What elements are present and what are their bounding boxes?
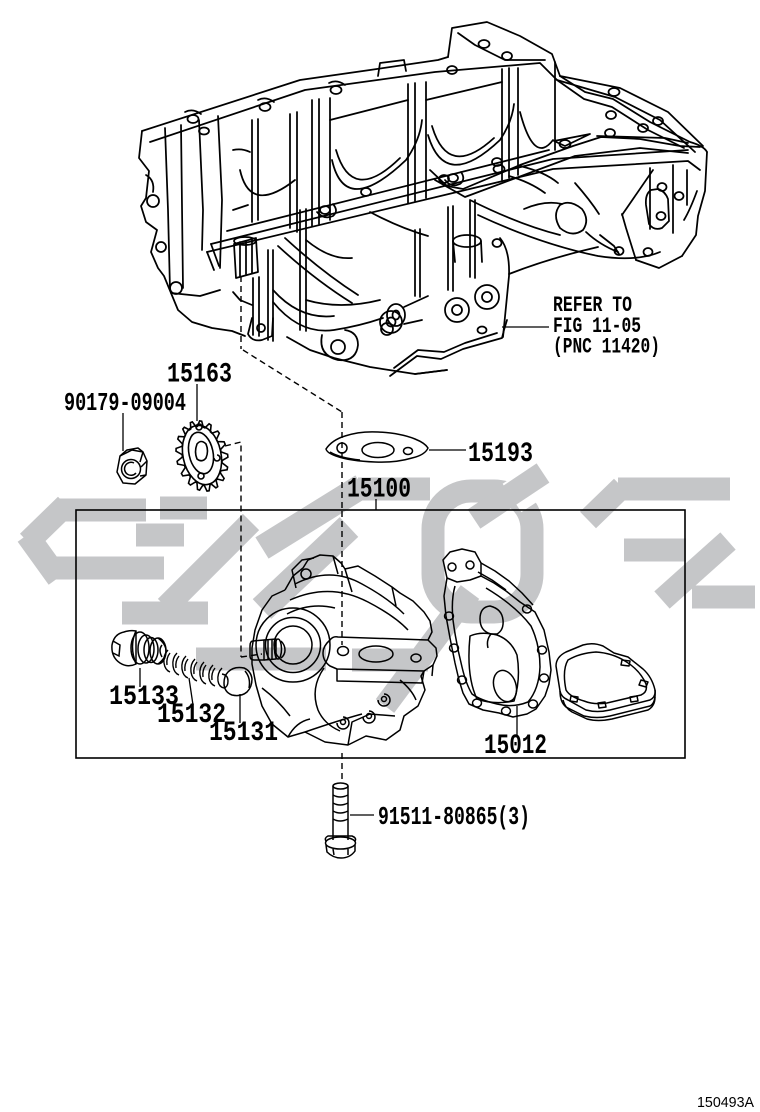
svg-text:FIG 11-05: FIG 11-05 <box>553 314 641 339</box>
svg-text:15163: 15163 <box>167 360 232 391</box>
svg-text:15193: 15193 <box>468 439 533 470</box>
svg-text:15131: 15131 <box>209 718 278 749</box>
svg-text:90179-09004: 90179-09004 <box>64 388 186 418</box>
svg-text:15133: 15133 <box>109 682 179 713</box>
svg-text:15132: 15132 <box>157 700 226 731</box>
svg-text:(PNC 11420): (PNC 11420) <box>553 335 660 360</box>
svg-text:150493A: 150493A <box>697 1094 754 1111</box>
svg-text:REFER TO: REFER TO <box>553 293 632 318</box>
svg-text:91511-80865(3): 91511-80865(3) <box>378 802 530 832</box>
svg-text:15012: 15012 <box>484 731 547 762</box>
svg-text:15100: 15100 <box>347 475 411 506</box>
